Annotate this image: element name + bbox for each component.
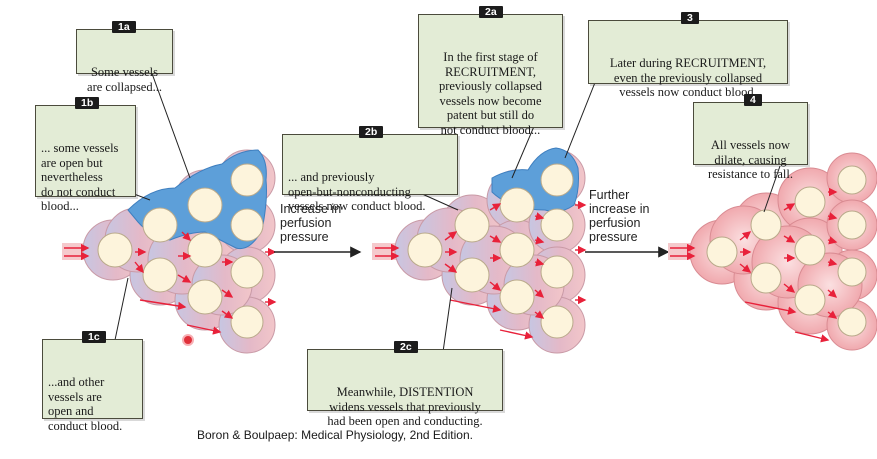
arrow-label-further-increase: Further increase in perfusion pressure <box>589 188 650 244</box>
network-panel-3 <box>668 152 877 351</box>
alveoli-1 <box>97 163 264 339</box>
callout-1c-text: ...and other vessels are open and conduc… <box>48 375 123 433</box>
leader-line-4 <box>763 165 781 213</box>
callout-2a: 2a In the first stage of RECRUITMENT, pr… <box>418 6 563 137</box>
tag-2a: 2a <box>479 6 503 18</box>
tag-4: 4 <box>744 94 762 106</box>
flow-arrows-1 <box>64 231 277 335</box>
tag-3: 3 <box>681 12 699 24</box>
callout-2b: 2b ... and previously open-but-nonconduc… <box>282 126 458 213</box>
callout-2a-text: In the first stage of RECRUITMENT, previ… <box>438 50 543 137</box>
callout-4-text: All vessels now dilate, causing resistan… <box>707 138 794 181</box>
callout-1b: 1b ... some vessels are open but neverth… <box>35 97 136 213</box>
alveoli-2 <box>407 163 574 339</box>
arrow-label-increase: Increase in perfusion pressure <box>280 202 342 244</box>
alveoli-3 <box>706 165 867 337</box>
network-panel-2 <box>372 79 597 354</box>
tag-2b: 2b <box>359 126 384 138</box>
callout-2b-text: ... and previously open-but-nonconductin… <box>288 170 426 213</box>
callout-1a: 1a Some vessels are collapsed... <box>76 21 173 94</box>
tag-1b: 1b <box>75 97 100 109</box>
flow-arrows-3 <box>670 187 838 343</box>
callout-2c-text: Meanwhile, DISTENTION widens vessels tha… <box>327 385 483 428</box>
callout-3: 3 Later during RECRUITMENT, even the pre… <box>588 12 788 99</box>
network-panel-1 <box>62 67 277 354</box>
callout-2c: 2c Meanwhile, DISTENTION widens vessels … <box>307 341 503 428</box>
cursor-marker <box>182 334 194 346</box>
callout-1a-text: Some vessels are collapsed... <box>87 65 162 94</box>
tag-2c: 2c <box>394 341 418 353</box>
leader-lines-2 <box>419 79 597 353</box>
callout-1c: 1c ...and other vessels are open and con… <box>42 331 143 433</box>
source-credit: Boron & Boulpaep: Medical Physiology, 2n… <box>197 428 473 442</box>
flow-arrows-2 <box>375 200 587 340</box>
callout-4: 4 All vessels now dilate, causing resist… <box>693 94 808 181</box>
callout-3-text: Later during RECRUITMENT, even the previ… <box>609 56 767 99</box>
tag-1a: 1a <box>112 21 136 33</box>
callout-1b-text: ... some vessels are open but neverthele… <box>41 141 119 213</box>
tag-1c: 1c <box>82 331 106 343</box>
